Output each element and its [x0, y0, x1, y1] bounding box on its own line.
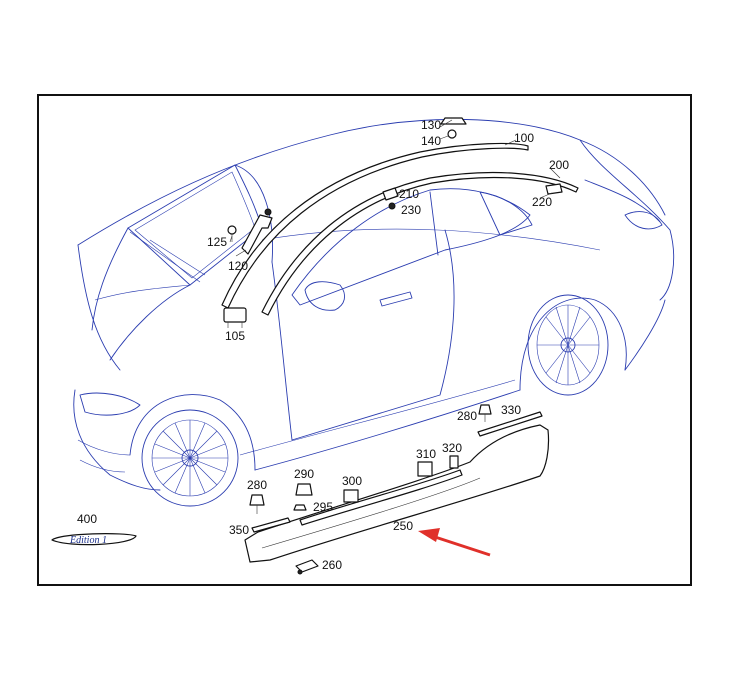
- part-260-bracket: [295, 559, 319, 575]
- callout-300: 300: [342, 474, 362, 488]
- rocker-line: [254, 389, 521, 471]
- callout-140: 140: [421, 134, 441, 148]
- part-350-trim-strip: [251, 517, 291, 533]
- badge-outline: [51, 533, 137, 546]
- callout-230: 230: [401, 203, 421, 217]
- rear-wheel: [527, 294, 609, 396]
- callout-210: 210: [399, 187, 419, 201]
- door-line: [271, 229, 455, 441]
- leader-lines: [229, 119, 561, 257]
- badge-text: Edition 1: [69, 535, 107, 546]
- front-bumper: [73, 389, 161, 491]
- part-330-trim-strip: [477, 411, 543, 437]
- callout-280-lower: 280: [247, 478, 267, 492]
- arrow-shaft: [431, 534, 491, 557]
- part-295-nut: [293, 504, 307, 511]
- part-210-clip: [382, 187, 399, 201]
- callout-105: 105: [225, 329, 245, 343]
- callout-200: 200: [549, 158, 569, 172]
- callout-350: 350: [229, 523, 249, 537]
- side-window: [291, 188, 531, 306]
- part-300-retainer: [343, 489, 359, 503]
- part-400-badge: Edition 1: [51, 533, 137, 546]
- front-wheel: [141, 409, 239, 507]
- callout-400: 400: [77, 512, 97, 526]
- part-130-clip: [440, 117, 467, 125]
- rear-quarter-window: [479, 191, 533, 236]
- callout-290: 290: [294, 467, 314, 481]
- callout-250: 250: [393, 519, 413, 533]
- headlight: [79, 392, 141, 416]
- window-pillar: [429, 191, 439, 256]
- rear-deck: [579, 139, 675, 301]
- callout-125: 125: [207, 235, 227, 249]
- a-pillar: [234, 164, 273, 263]
- shoulder-line: [261, 228, 601, 251]
- hood: [77, 227, 191, 371]
- front-grille: [77, 439, 131, 473]
- part-290-clip: [295, 483, 313, 496]
- highlight-arrow: [418, 528, 491, 557]
- lower-body-line: [239, 379, 516, 456]
- side-mirror: [304, 281, 346, 311]
- rear-spokes: [537, 305, 599, 385]
- part-320-clip: [449, 455, 459, 469]
- callout-295: 295: [313, 500, 333, 514]
- part-310-retainer: [417, 461, 433, 477]
- callout-330: 330: [501, 403, 521, 417]
- roof-line: [77, 118, 666, 246]
- part-120-bracket: [241, 208, 273, 255]
- part-140-washer: [447, 129, 457, 139]
- front-wheel-arch: [129, 394, 256, 471]
- callout-labels: 130 140 100 200 220 210 230 125 120 105 …: [77, 118, 569, 572]
- part-200-window-molding: [261, 171, 579, 316]
- wiper: [129, 231, 206, 283]
- callout-260: 260: [322, 558, 342, 572]
- callout-220: 220: [532, 195, 552, 209]
- hood-crease: [94, 284, 191, 301]
- part-125-screw: [227, 225, 237, 242]
- callout-120: 120: [228, 259, 248, 273]
- part-220-end-cap: [545, 183, 563, 195]
- trunk-edge: [584, 179, 661, 223]
- arrow-head: [418, 528, 440, 542]
- car-outline: [73, 118, 675, 507]
- rear-bumper: [624, 299, 666, 371]
- door-handle: [379, 291, 413, 307]
- callout-280-upper: 280: [457, 409, 477, 423]
- rear-light: [624, 211, 663, 230]
- callout-310: 310: [416, 447, 436, 461]
- part-230-screw: [388, 202, 396, 210]
- part-280-clip-upper: [478, 404, 492, 422]
- part-105-clip: [223, 307, 247, 328]
- callout-130: 130: [421, 118, 441, 132]
- callout-100: 100: [514, 131, 534, 145]
- part-280-clip-lower: [249, 494, 265, 514]
- part-100-roof-molding: [221, 142, 529, 309]
- front-spokes: [152, 420, 228, 496]
- callout-320: 320: [442, 441, 462, 455]
- part-250-rocker-panel: [244, 424, 550, 563]
